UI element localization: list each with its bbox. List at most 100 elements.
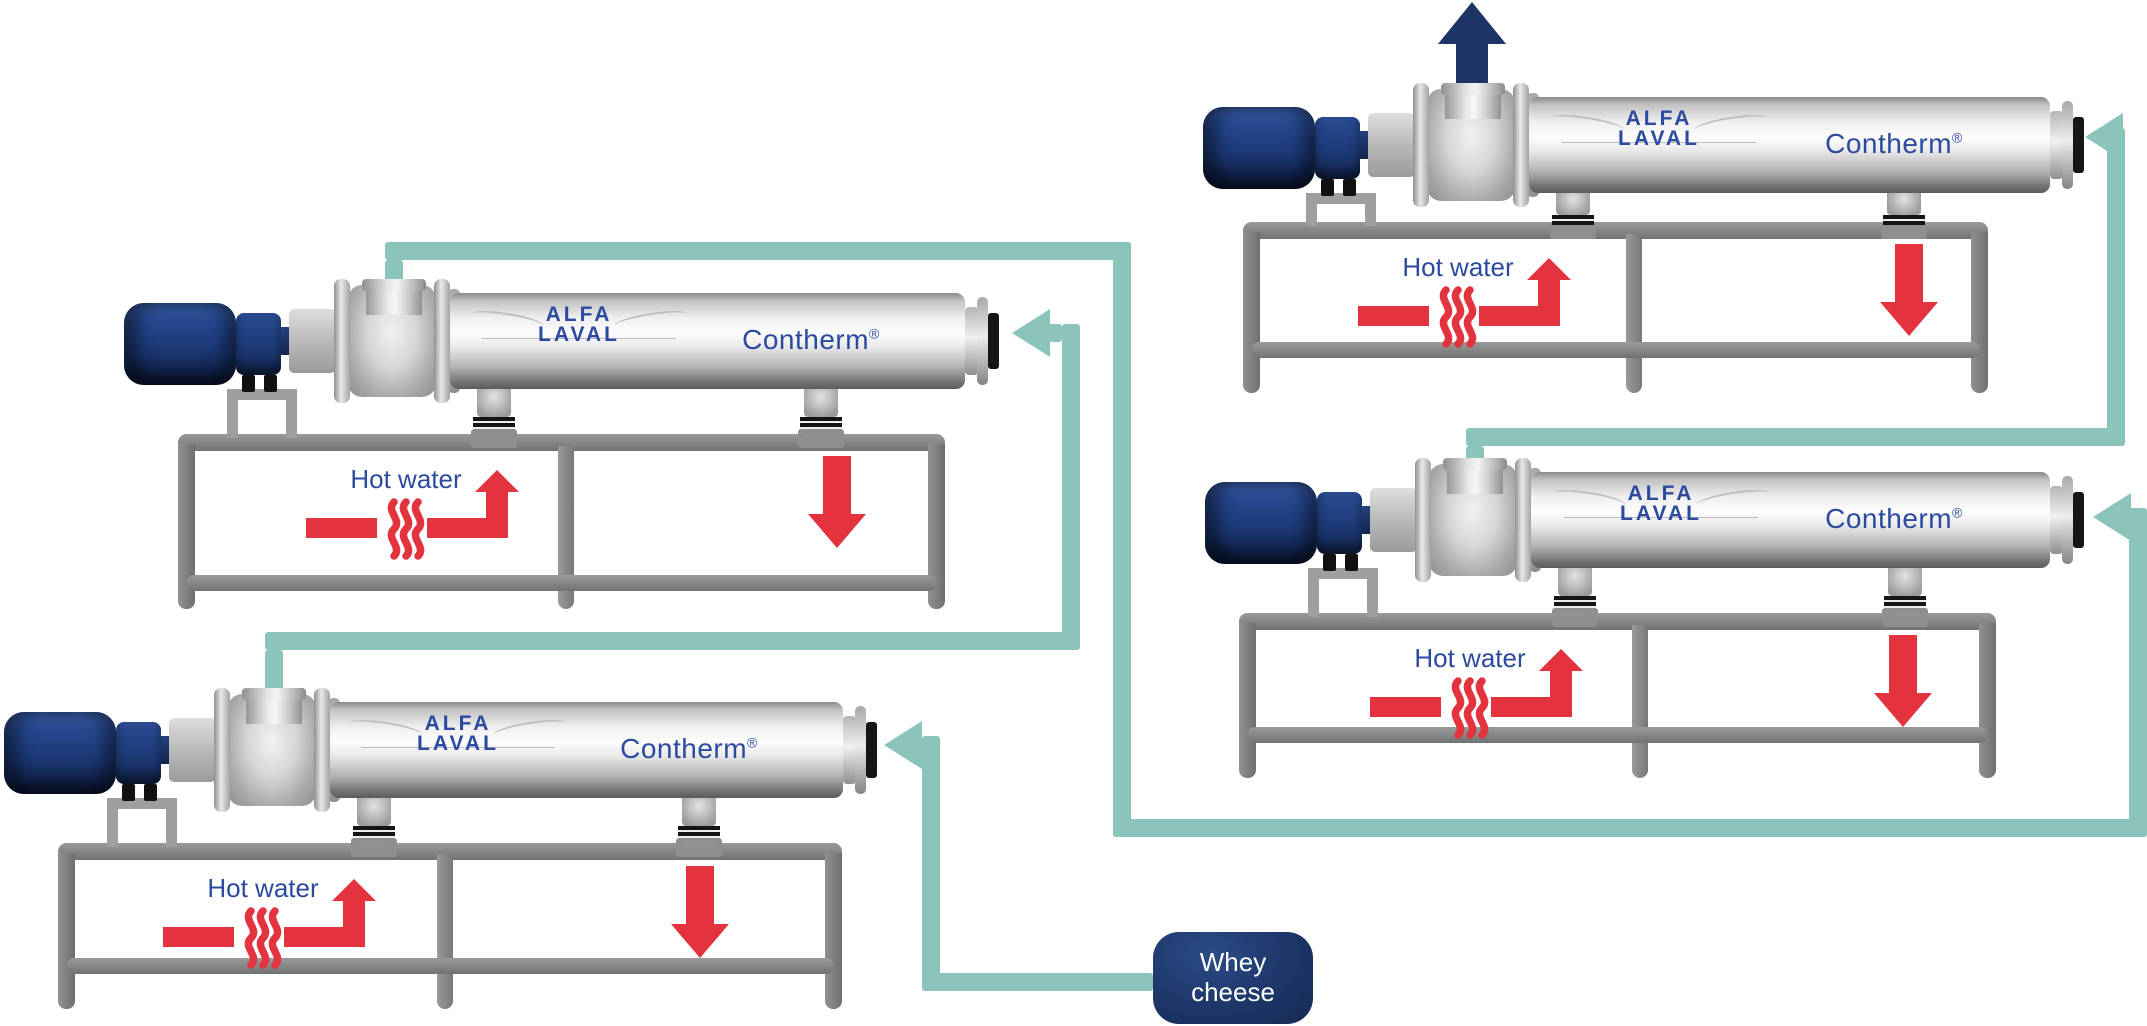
frame-divider — [1626, 234, 1642, 393]
body-foot — [1558, 564, 1592, 596]
hot-water-down-arrow-icon — [1880, 244, 1938, 336]
source-label-line1: Whey — [1199, 947, 1267, 978]
logo-swoosh — [1564, 517, 1758, 518]
body-foot-bracket — [676, 838, 722, 857]
motor-support-bracket — [107, 798, 177, 847]
heat-exchanger-body — [1529, 97, 2050, 193]
frame-right-leg — [1979, 623, 1996, 778]
head-flange — [1413, 83, 1429, 207]
frame-bottom-rail — [1251, 342, 1980, 358]
body-foot — [477, 385, 511, 417]
frame-left-leg — [1243, 232, 1260, 393]
drive-motor — [124, 303, 236, 385]
body-foot-clamp — [678, 826, 720, 838]
end-cap — [2050, 486, 2063, 554]
logo-text-top: ALFA — [1625, 107, 1693, 130]
coupling-block — [169, 718, 216, 782]
whey-cheese-source-box: Whey cheese — [1153, 932, 1313, 1024]
unit-label-text: Contherm — [1825, 128, 1953, 159]
pipe-bl-to-tl-vertical — [1062, 324, 1080, 650]
motor-support-bracket — [1308, 568, 1378, 617]
body-foot — [804, 385, 838, 417]
hot-water-down-arrow-icon — [808, 456, 866, 548]
hot-water-label: Hot water — [1414, 643, 1526, 673]
drive-motor — [1205, 482, 1317, 564]
pipe-whey-horizontal — [923, 973, 1153, 991]
coupling-block — [289, 309, 336, 373]
motor-support-bracket — [1306, 193, 1376, 226]
pipe-bl-to-tl-horizontal — [265, 632, 1080, 650]
head-flange — [1513, 83, 1529, 207]
frame-right-leg — [928, 444, 945, 609]
body-foot-bracket — [1882, 608, 1928, 627]
unit-label-text: Contherm — [742, 324, 870, 355]
body-foot-bracket — [1552, 608, 1598, 627]
end-cap-ring — [2062, 101, 2073, 189]
frame-divider — [558, 446, 574, 609]
head-flange — [434, 279, 450, 403]
logo-swoosh — [361, 747, 555, 748]
head-flange — [314, 688, 330, 812]
coupling-block — [1370, 488, 1417, 552]
top-port-lip — [362, 279, 426, 291]
logo-swoosh — [482, 338, 676, 339]
body-foot — [1887, 189, 1921, 215]
logo-text-top: ALFA — [1627, 482, 1695, 505]
registered-mark: ® — [869, 325, 880, 342]
frame-top-rail — [58, 843, 842, 860]
flow-arrow-left-icon — [884, 721, 922, 769]
end-cap-ring — [2062, 476, 2073, 564]
heat-exchanger-body — [450, 293, 965, 389]
pipe-bottom-horizontal — [1113, 819, 2147, 837]
logo-text-bottom: LAVAL — [1618, 126, 1700, 150]
frame-divider — [437, 855, 453, 1009]
body-foot-clamp — [1552, 215, 1594, 225]
motor-gearbox — [116, 722, 161, 784]
body-foot-clamp — [1884, 596, 1926, 608]
motor-foot — [122, 784, 135, 801]
unit-label-text: Contherm — [620, 733, 748, 764]
end-cap — [2050, 111, 2063, 179]
logo-text-top: ALFA — [424, 712, 492, 735]
logo-text-bottom: LAVAL — [417, 731, 499, 755]
motor-shaft — [281, 327, 289, 355]
product-outlet-up-arrow-icon — [1438, 2, 1506, 92]
heat-exchanger-body — [1531, 472, 2050, 568]
logo-swoosh — [1562, 142, 1756, 143]
frame-bottom-rail — [66, 958, 834, 974]
head-flange — [214, 688, 230, 812]
hot-water-indicator: Hot water — [1358, 252, 1573, 354]
end-gasket — [988, 313, 999, 369]
body-foot — [357, 794, 391, 826]
drive-motor — [4, 712, 116, 794]
alfa-laval-logo: ALFA LAVAL — [348, 712, 568, 774]
pipe-stub-tl-inlet — [1048, 324, 1062, 342]
frame-left-leg — [178, 444, 195, 609]
motor-foot — [264, 375, 277, 392]
motor-foot — [144, 784, 157, 801]
top-port-lip — [1441, 83, 1505, 95]
pipe-tl-top-horizontal — [385, 242, 1131, 260]
pipe-long-vertical — [1113, 242, 1131, 837]
flow-arrow-left-icon — [2093, 493, 2131, 541]
end-cap — [965, 307, 978, 375]
motor-shaft — [1360, 131, 1368, 159]
end-cap — [843, 716, 856, 784]
end-gasket — [2073, 492, 2084, 548]
hot-water-flow-icon — [306, 470, 519, 560]
body-foot-clamp — [1554, 596, 1596, 608]
end-gasket — [2073, 117, 2084, 173]
body-foot-bracket — [1881, 225, 1927, 239]
body-foot-clamp — [800, 417, 842, 429]
motor-support-bracket — [227, 389, 297, 438]
motor-foot — [242, 375, 255, 392]
coupling-block — [1368, 113, 1415, 177]
unit-label: Contherm® — [1804, 128, 1984, 160]
flow-arrow-left-icon — [1012, 309, 1050, 357]
frame-left-leg — [1239, 623, 1256, 778]
frame-divider — [1632, 625, 1648, 778]
hot-water-indicator: Hot water — [1370, 643, 1585, 745]
motor-gearbox — [1317, 492, 1362, 554]
frame-top-rail — [1239, 613, 1996, 630]
hot-water-indicator: Hot water — [306, 464, 521, 566]
